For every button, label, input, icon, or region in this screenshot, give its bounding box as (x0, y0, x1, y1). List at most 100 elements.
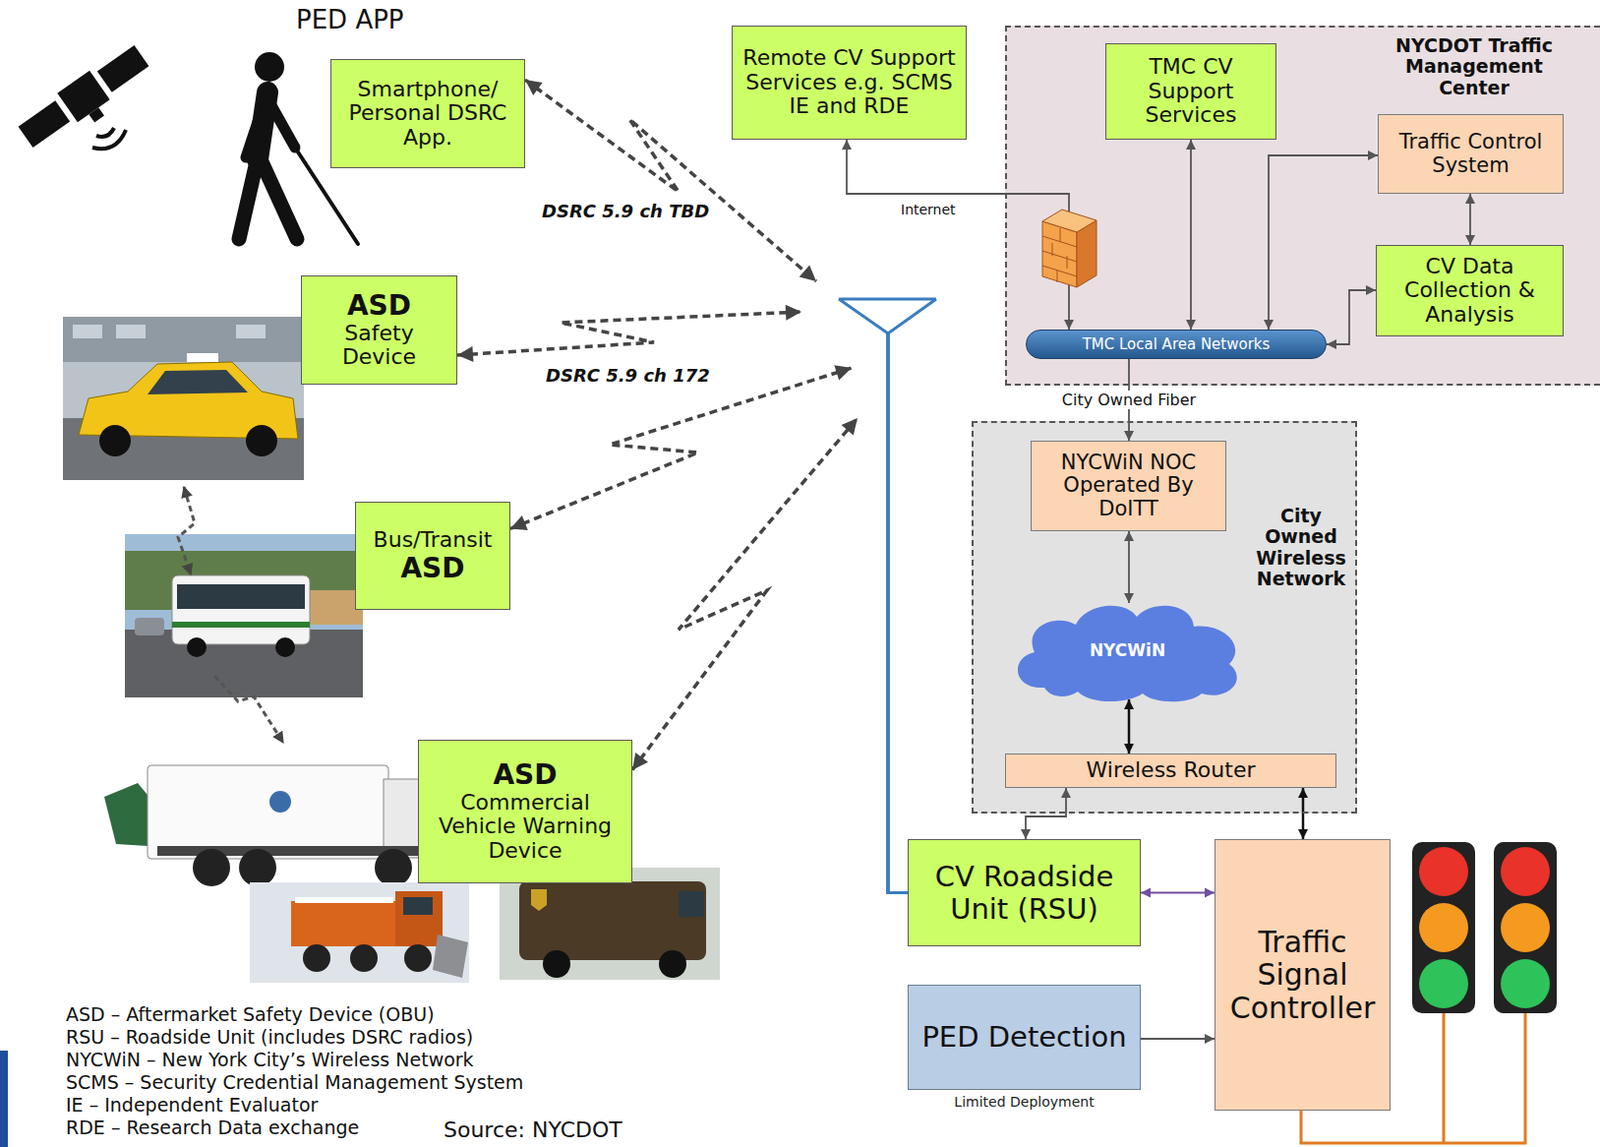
taxi-photo-part (236, 324, 266, 339)
text-group: Bus/TransitASD (373, 528, 493, 584)
text-group: Wireless Router (1086, 758, 1256, 783)
connector (841, 139, 1074, 330)
bus-photo-part (177, 584, 305, 609)
signal-arcs-part (96, 127, 115, 137)
delivery-van-photo-part (531, 888, 547, 911)
wire (1127, 531, 1130, 603)
connector (1140, 1033, 1215, 1044)
satellite-icon (15, 41, 158, 160)
controller-box: Traffic Signal Controller (1214, 838, 1391, 1111)
service-box: TMC CV Support Services (1105, 43, 1277, 140)
arrow-head (833, 364, 852, 380)
text-group: Traffic Control System (1384, 130, 1557, 178)
arrow-head (1326, 339, 1337, 350)
traffic-light-part (1419, 902, 1469, 952)
wire (1025, 787, 1067, 839)
app-caption: PED APP (296, 4, 405, 35)
node-label: Traffic Signal Controller (1221, 925, 1384, 1025)
snowplow-photo-part (404, 944, 432, 972)
legend-note: SCMS – Security Credential Management Sy… (65, 1070, 524, 1093)
taxi-photo-part (62, 316, 304, 362)
pedestrian-figure-part (267, 98, 296, 148)
taxi-photo-part (245, 424, 278, 457)
wireless-region: City Owned Wireless NetworkNYCWiN NOC Op… (971, 420, 1358, 814)
arrow-head (1124, 743, 1134, 754)
region-title: City Owned Wireless Network (1246, 505, 1356, 590)
wire (1140, 891, 1215, 894)
snowplow-photo-part (295, 896, 394, 903)
sanitation-truck-photo-part (147, 765, 389, 859)
text-group: ASDCommercial Vehicle Warning Device (424, 759, 626, 863)
system-box: Traffic Control System (1377, 114, 1564, 194)
taxi-photo-part (116, 324, 146, 339)
arrow-head (799, 264, 817, 282)
service-box: Remote CV Support Services e.g. SCMS IE … (731, 25, 967, 140)
arrow-head (785, 304, 802, 321)
link-label: DSRC 5.9 ch TBD (538, 200, 712, 222)
dsrc-link (457, 311, 802, 356)
node-label: Traffic Control System (1384, 130, 1557, 178)
arrow-head (632, 752, 649, 771)
sanitation-truck-photo-part (374, 848, 413, 887)
traffic-light-part (1500, 846, 1550, 896)
taxi-photo-part (99, 424, 131, 457)
bus-photo-part (275, 637, 296, 657)
tmc-region: NYCDOT Traffic Management CenterTMC CV S… (1005, 25, 1600, 386)
pedestrian-figure-part (238, 157, 258, 239)
taxi-photo (62, 316, 304, 480)
arrow-head (1465, 193, 1476, 204)
snowplow-photo-part (350, 944, 378, 972)
source-note: Source: NYCDOT (443, 1117, 623, 1142)
device-box: ASDSafety Device (300, 275, 458, 385)
wire (846, 139, 1069, 330)
legend-note: IE – Independent Evaluator (65, 1093, 318, 1116)
router-box: Wireless Router (1005, 753, 1337, 788)
firewall-icon-part (1042, 209, 1097, 233)
traffic-light-part (1412, 841, 1476, 1013)
connector (1298, 787, 1308, 839)
dsrc-link (632, 417, 858, 771)
link-label: City Owned Fiber (1059, 390, 1199, 410)
wire (1268, 155, 1378, 330)
app-box: Smartphone/ Personal DSRC App. (330, 59, 526, 169)
bus-photo (124, 533, 363, 698)
delivery-van-photo-part (519, 881, 707, 960)
antenna-mast (888, 333, 908, 893)
snowplow-photo-part (432, 934, 469, 978)
link-label: Internet (897, 201, 959, 218)
connector (1263, 150, 1378, 330)
node-label: TMC CV Support Services (1112, 55, 1270, 128)
antenna-mast (888, 333, 908, 893)
arrow-head (457, 346, 474, 362)
cloud-outline (1017, 605, 1238, 703)
bus-photo-part (124, 533, 363, 698)
text-group: CV Roadside Unit (RSU) (914, 860, 1134, 925)
traffic-light-part (1493, 841, 1557, 1013)
text-group: TMC CV Support Services (1112, 55, 1270, 128)
satellite-icon-part (18, 100, 71, 148)
arrow-head (1365, 285, 1376, 296)
traffic-light-part (1500, 902, 1550, 952)
firewall-icon (1042, 209, 1097, 288)
taxi-photo-part (186, 353, 219, 362)
antenna-mast (888, 333, 908, 893)
text-group: Remote CV Support Services e.g. SCMS IE … (738, 46, 960, 119)
arrow-head (841, 417, 858, 435)
vehicle-link-part (177, 486, 195, 575)
connector (1020, 787, 1071, 839)
connector (1140, 888, 1215, 898)
arrow-head (1140, 888, 1151, 898)
taxi-photo-part (72, 324, 103, 339)
arrow-head (1124, 531, 1134, 541)
node-sublabel: Commercial Vehicle Warning Device (424, 790, 626, 864)
device-box: Bus/TransitASD (355, 501, 511, 610)
arrow-head (1124, 699, 1134, 710)
node-label: Wireless Router (1086, 758, 1256, 783)
noc-box: NYCWiN NOC Operated By DoITT (1030, 440, 1227, 532)
node-sublabel: Safety Device (307, 321, 451, 370)
node-label: NYCWiN (1089, 641, 1166, 660)
firewall-icon-part (1042, 221, 1077, 288)
arrow-head (510, 515, 529, 531)
delivery-van-photo (499, 867, 720, 980)
